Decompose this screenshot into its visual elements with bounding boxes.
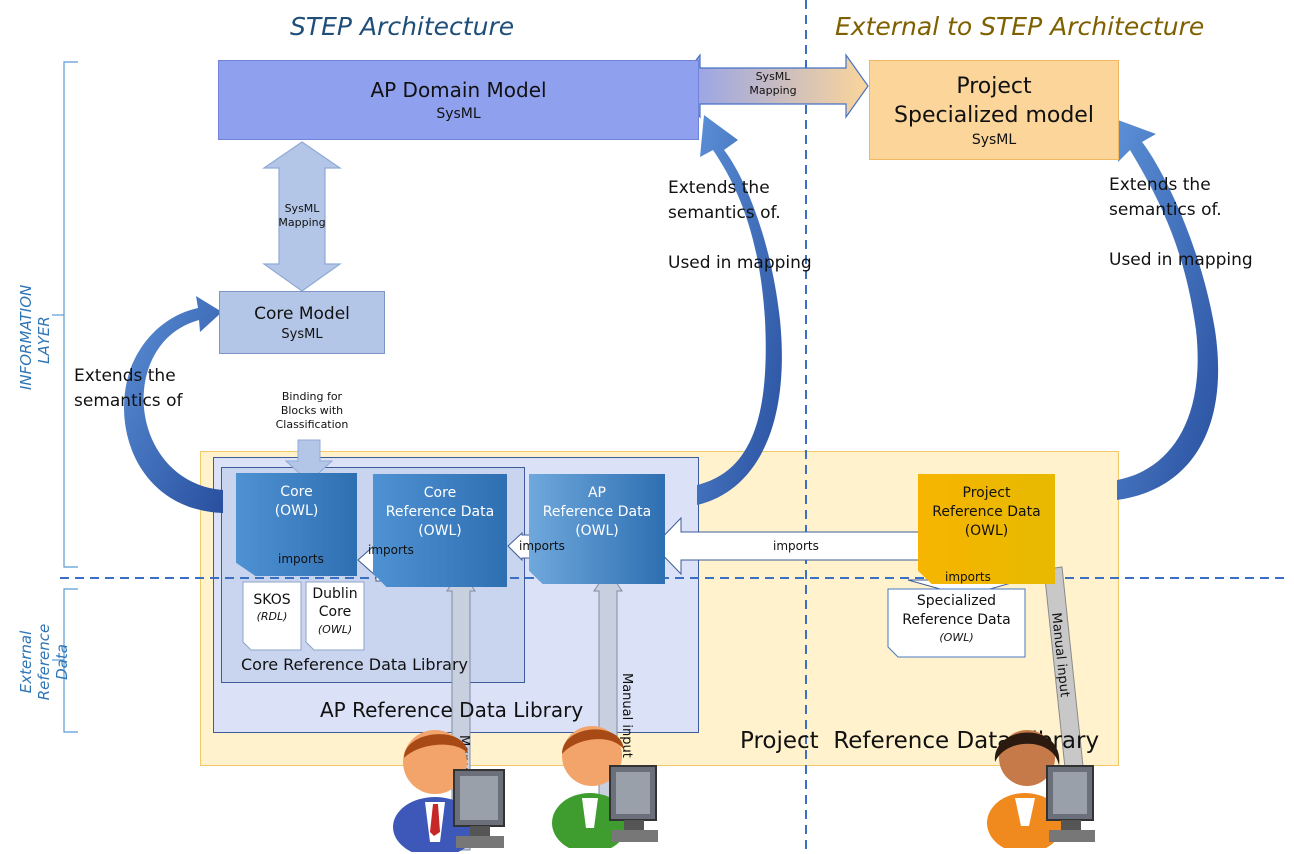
specialized-ref-doc — [887, 588, 1026, 658]
binding-arrow — [284, 439, 334, 483]
specialized-ref-data-title: Specialized Reference Data — [902, 593, 1011, 628]
core-model-title: Core Model — [254, 303, 350, 324]
imports-core-ref-label: imports — [368, 543, 414, 557]
imports-project-down-label: imports — [945, 570, 991, 584]
skos-doc — [242, 581, 302, 651]
dublin-core-doc — [305, 581, 365, 651]
extends-left-curve-arrow — [124, 296, 223, 513]
information-layer-bracket — [63, 61, 78, 568]
project-ref-lib-title: Project Reference Data Library — [740, 728, 1100, 754]
project-reference-data-box[interactable]: Project Reference Data (OWL) — [918, 474, 1055, 584]
specialized-ref-data-label: Specialized Reference Data (OWL) — [888, 592, 1025, 645]
skos-title: SKOS — [253, 592, 291, 608]
imports-project-label: imports — [773, 539, 819, 553]
extends-middle-curve-arrow — [697, 115, 782, 505]
ap-reference-data-box[interactable]: AP Reference Data (OWL) — [529, 474, 665, 584]
sysml-mapping-horizontal-arrow — [675, 53, 869, 119]
sysml-mapping-vertical-label: SysML Mapping — [278, 202, 326, 229]
external-header: External to STEP Architecture — [835, 12, 1205, 41]
core-reference-data-box[interactable]: Core Reference Data (OWL) — [373, 474, 507, 587]
extends-left-note: Extends the semantics of — [74, 366, 183, 411]
extends-middle-note: Extends the semantics of. Used in mappin… — [668, 178, 812, 273]
project-specialized-model-title: Project Specialized model — [894, 74, 1094, 128]
skos-subtitle: (RDL) — [256, 610, 288, 623]
dublin-core-subtitle: (OWL) — [317, 623, 353, 636]
dublin-core-title: Dublin Core — [312, 586, 358, 620]
step-architecture-header: STEP Architecture — [290, 12, 515, 41]
person-1-icon — [393, 730, 505, 852]
skos-label: SKOS (RDL) — [243, 592, 301, 624]
person-3-icon — [987, 730, 1095, 848]
dublin-core-label: Dublin Core (OWL) — [306, 585, 364, 637]
extends-right-note: Extends the semantics of. Used in mappin… — [1109, 175, 1253, 270]
person-2-icon — [552, 726, 658, 848]
ap-domain-model-subtitle: SysML — [436, 106, 481, 122]
project-specialized-model-box[interactable]: Project Specialized model SysML — [869, 60, 1119, 160]
information-layer-label: INFORMATION LAYER — [17, 284, 53, 390]
ap-domain-model-title: AP Domain Model — [370, 78, 547, 102]
imports-core-label: imports — [278, 552, 324, 566]
binding-label: Binding for Blocks with Classification — [275, 390, 349, 431]
ap-ref-lib-title: AP Reference Data Library — [320, 698, 584, 722]
core-model-box[interactable]: Core Model SysML — [219, 291, 385, 354]
core-owl-box-tail — [236, 543, 357, 576]
core-owl-box[interactable]: Core (OWL) — [236, 473, 357, 553]
specialized-ref-data-subtitle: (OWL) — [939, 631, 974, 644]
sysml-mapping-horizontal-label: SysML Mapping — [749, 70, 797, 97]
imports-ap-label: imports — [519, 539, 565, 553]
extends-right-curve-arrow — [1117, 120, 1219, 500]
core-ref-lib-title: Core Reference Data Library — [241, 655, 469, 674]
ap-domain-model-box[interactable]: AP Domain Model SysML — [218, 60, 699, 140]
core-model-subtitle: SysML — [281, 326, 323, 342]
project-specialized-model-subtitle: SysML — [971, 132, 1017, 148]
external-reference-data-label: External Reference Data — [17, 623, 71, 701]
